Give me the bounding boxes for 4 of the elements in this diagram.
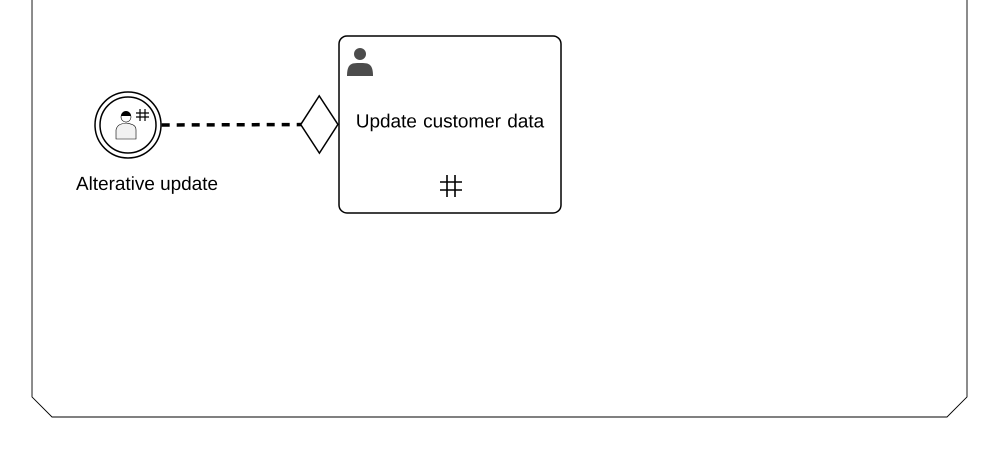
pool-frame (32, 0, 968, 418)
event-label: Alterative update (76, 176, 218, 194)
task-box: Update customer data (338, 35, 562, 214)
event-circle (94, 91, 162, 159)
